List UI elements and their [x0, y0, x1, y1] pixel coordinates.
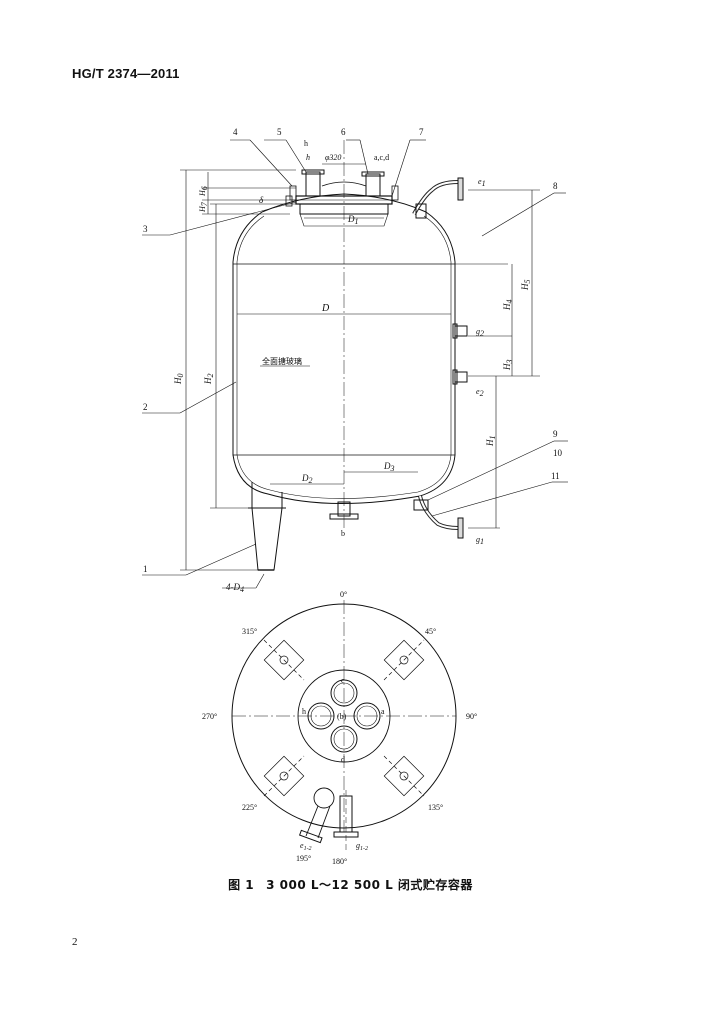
callout-1: 1 — [143, 564, 148, 574]
callout-10: 10 — [553, 448, 563, 458]
dim-phi320: φ320 — [325, 153, 341, 162]
dimension-lines — [180, 163, 540, 571]
bottom-outlet — [329, 501, 359, 520]
callout-4: 4 — [233, 127, 238, 137]
plan-nozzle-b: (b) — [337, 712, 347, 721]
angle-90: 90° — [466, 712, 477, 721]
plan-view — [231, 600, 457, 850]
dim-D: D — [321, 303, 330, 314]
nozzle-b-label: b — [341, 529, 345, 538]
figure-number: 图 1 — [228, 878, 255, 892]
dimension-texts: φ320 h D D1 D2 D3 4-D4 δ H0 H2 H6 H7 H4 … — [173, 153, 532, 594]
dim-H1: H1 — [485, 436, 497, 448]
plan-nozzle-d: d — [341, 755, 345, 764]
angle-180: 180° — [332, 857, 347, 866]
dim-H4: H4 — [502, 300, 514, 312]
dim-D3: D3 — [383, 461, 395, 473]
callout-8: 8 — [553, 181, 558, 191]
plan-nozzle-a: a — [381, 707, 385, 716]
nozzle-e1-label: e1 — [478, 177, 486, 188]
angle-135: 135° — [428, 803, 443, 812]
nozzle-e2-label: e2 — [476, 387, 484, 398]
callout-numbers: 4 5 6 7 8 3 2 1 9 10 11 — [143, 127, 563, 574]
nozzle-acd-label: a,c,d — [374, 153, 389, 162]
plan-outlet-e: e1-2 — [300, 841, 312, 852]
dim-h: h — [306, 153, 310, 162]
callout-11: 11 — [551, 471, 560, 481]
callout-6: 6 — [341, 127, 346, 137]
angle-45: 45° — [425, 627, 436, 636]
dim-D4: 4-D4 — [226, 582, 244, 594]
angle-315: 315° — [242, 627, 257, 636]
dim-H2: H2 — [203, 374, 215, 386]
angle-225: 225° — [242, 803, 257, 812]
dim-D1: D1 — [347, 214, 359, 226]
callout-7: 7 — [419, 127, 424, 137]
nozzle-g1-label: g1 — [476, 535, 484, 546]
dim-H7: H7 — [198, 201, 209, 213]
dim-H0: H0 — [173, 374, 185, 386]
plan-view-texts: 0° 45° 90° 135° 180° 195° 225° 270° 315°… — [202, 590, 477, 866]
callout-3: 3 — [143, 224, 148, 234]
angle-195: 195° — [296, 854, 311, 863]
angle-0: 0° — [340, 590, 347, 599]
dim-H3: H3 — [502, 360, 514, 372]
plan-nozzle-h: h — [302, 707, 306, 716]
plan-outlet-g: g1-2 — [356, 841, 368, 852]
callout-2: 2 — [143, 402, 148, 412]
nozzle-g2-label: g2 — [476, 327, 484, 338]
page-number: 2 — [72, 936, 78, 948]
lining-note: 全面搪玻璃 — [262, 356, 302, 366]
nozzle-texts: a,c,d h e1 g2 e2 g1 b — [304, 139, 486, 546]
manhole — [285, 169, 399, 227]
dim-delta: δ — [259, 195, 264, 205]
angle-270: 270° — [202, 712, 217, 721]
callout-9: 9 — [553, 429, 558, 439]
dim-D2: D2 — [301, 473, 313, 485]
figure-title: 3 000 L～12 500 L 闭式贮存容器 — [266, 878, 473, 892]
standard-number-header: HG/T 2374—2011 — [72, 66, 180, 81]
dim-H5: H5 — [520, 280, 532, 292]
nozzle-h-label: h — [304, 139, 308, 148]
plan-nozzle-c: c — [341, 676, 345, 685]
callout-leaders — [142, 139, 568, 589]
dim-H6: H6 — [198, 186, 209, 197]
figure-caption: 图 1 3 000 L～12 500 L 闭式贮存容器 — [0, 876, 701, 893]
callout-5: 5 — [277, 127, 282, 137]
support-leg — [248, 482, 286, 571]
right-nozzles — [412, 177, 468, 539]
